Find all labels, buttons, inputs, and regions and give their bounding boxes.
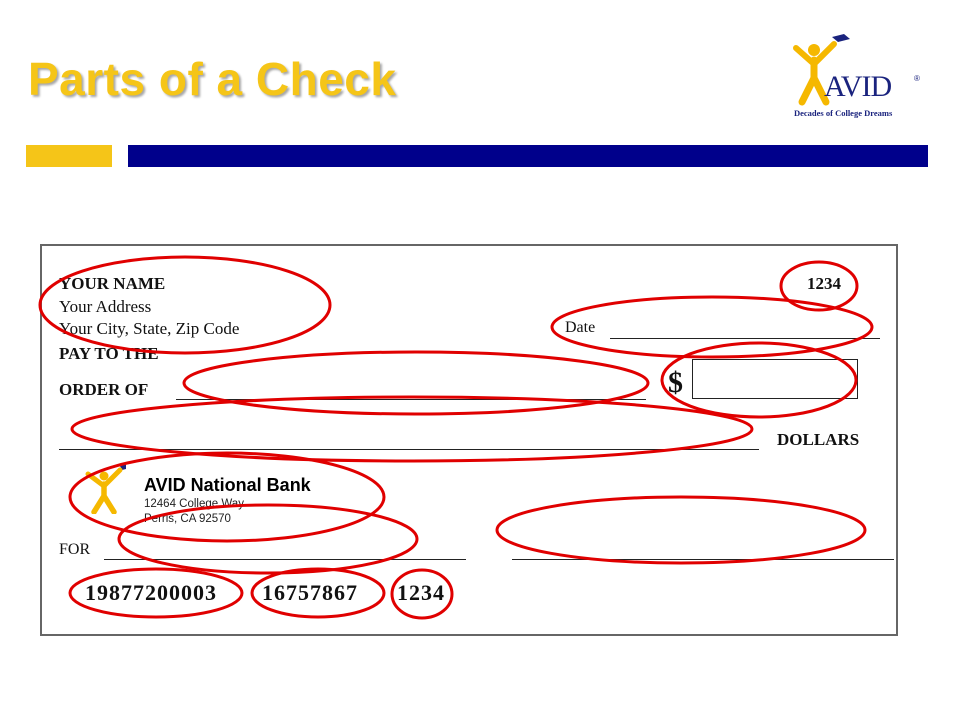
pay-to-the-label: PAY TO THE [59,344,159,363]
written-amount-line [59,449,759,450]
bank-street: 12464 College Way [144,498,244,510]
bank-city: Perris, CA 92570 [144,513,231,525]
account-number: 16757867 [262,580,358,605]
avid-logo: AVID ® Decades of College Dreams [790,32,930,122]
logo-registered-mark: ® [914,74,920,83]
memo-label: FOR [59,541,91,558]
bank-logo-icon [85,464,126,514]
slide-title: Parts of a Check [28,53,397,105]
amount-box [692,359,858,399]
payer-address: Your Address [59,297,152,316]
signature-line [512,559,894,560]
payee-line [176,399,646,400]
dollars-label: DOLLARS [777,430,860,449]
dollar-sign: $ [668,366,683,399]
memo-line [104,559,466,560]
payer-city-state-zip: Your City, State, Zip Code [59,319,240,338]
routing-number: 19877200003 [85,580,217,605]
check-image: YOUR NAME Your Address Your City, State,… [40,244,898,636]
payer-name: YOUR NAME [59,274,166,293]
bank-name: AVID National Bank [144,475,311,495]
logo-wordmark: AVID [824,70,892,103]
avid-figure-icon [793,34,850,106]
accent-bar-yellow [26,145,112,167]
check-number: 1234 [807,274,841,293]
date-label: Date [565,319,596,336]
accent-bar-navy [128,145,928,167]
date-line [610,338,880,339]
logo-tagline: Decades of College Dreams [794,108,893,118]
micr-check-number: 1234 [397,580,445,605]
order-of-label: ORDER OF [59,380,149,399]
